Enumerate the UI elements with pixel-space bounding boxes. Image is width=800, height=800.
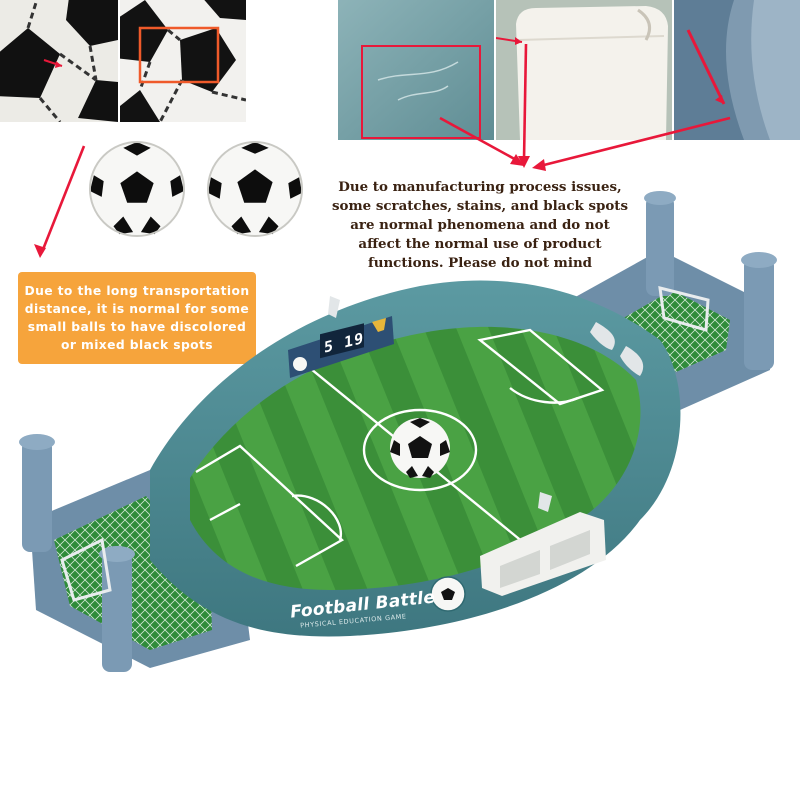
soccer-ball-icon [430,576,466,612]
trophy-icon [372,318,386,332]
transport-note: Due to the long transportation distance,… [24,284,250,352]
soccer-ball-icon [293,357,307,371]
ball-closeup-photo-1 [0,0,118,122]
soccer-ball-icon [88,140,186,238]
transport-callout: Due to the long transportation distance,… [18,272,256,364]
soccer-ball-icon [206,140,304,238]
board-closeup-photo-3 [674,0,800,140]
soccer-ball-icon [390,418,450,478]
board-closeup-photo-1 [338,0,494,140]
ball-closeup-photo-2 [120,0,246,122]
process-note: Due to manufacturing process issues, som… [332,179,628,271]
